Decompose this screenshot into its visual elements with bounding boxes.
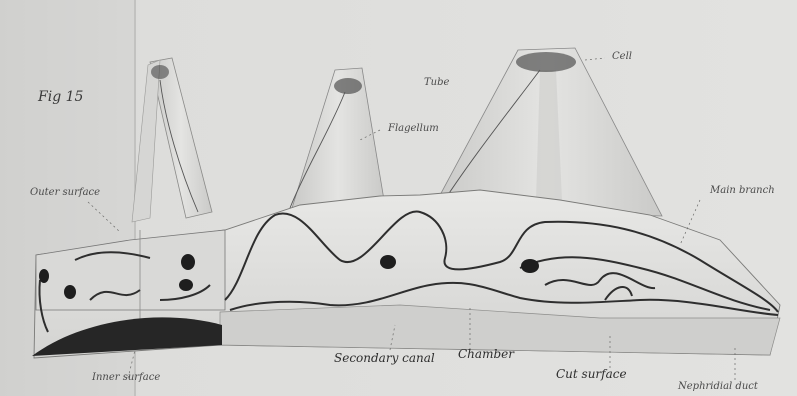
opening-4 <box>179 279 193 291</box>
label-tube: Tube <box>424 78 449 88</box>
label-chamber: Chamber <box>458 348 514 360</box>
opening-2 <box>64 285 76 299</box>
label-main-branch: Main branch <box>710 186 775 196</box>
opening-5 <box>380 255 396 269</box>
figure-number: Fig 15 <box>38 90 83 104</box>
cell-tuft-1 <box>151 65 169 79</box>
cell-tuft-2 <box>334 78 362 94</box>
label-flagellum: Flagellum <box>388 124 439 134</box>
label-inner-surface: Inner surface <box>92 373 160 383</box>
label-outer-surface: Outer surface <box>30 188 100 198</box>
opening-6 <box>521 259 539 273</box>
label-cell: Cell <box>612 52 632 62</box>
label-cut-surface: Cut surface <box>556 368 627 380</box>
cell-tuft-3 <box>516 52 576 72</box>
label-secondary-canal: Secondary canal <box>334 352 435 364</box>
label-nephridial-duct: Nephridial duct <box>678 382 758 392</box>
opening-3 <box>181 254 195 270</box>
opening-1 <box>39 269 49 283</box>
